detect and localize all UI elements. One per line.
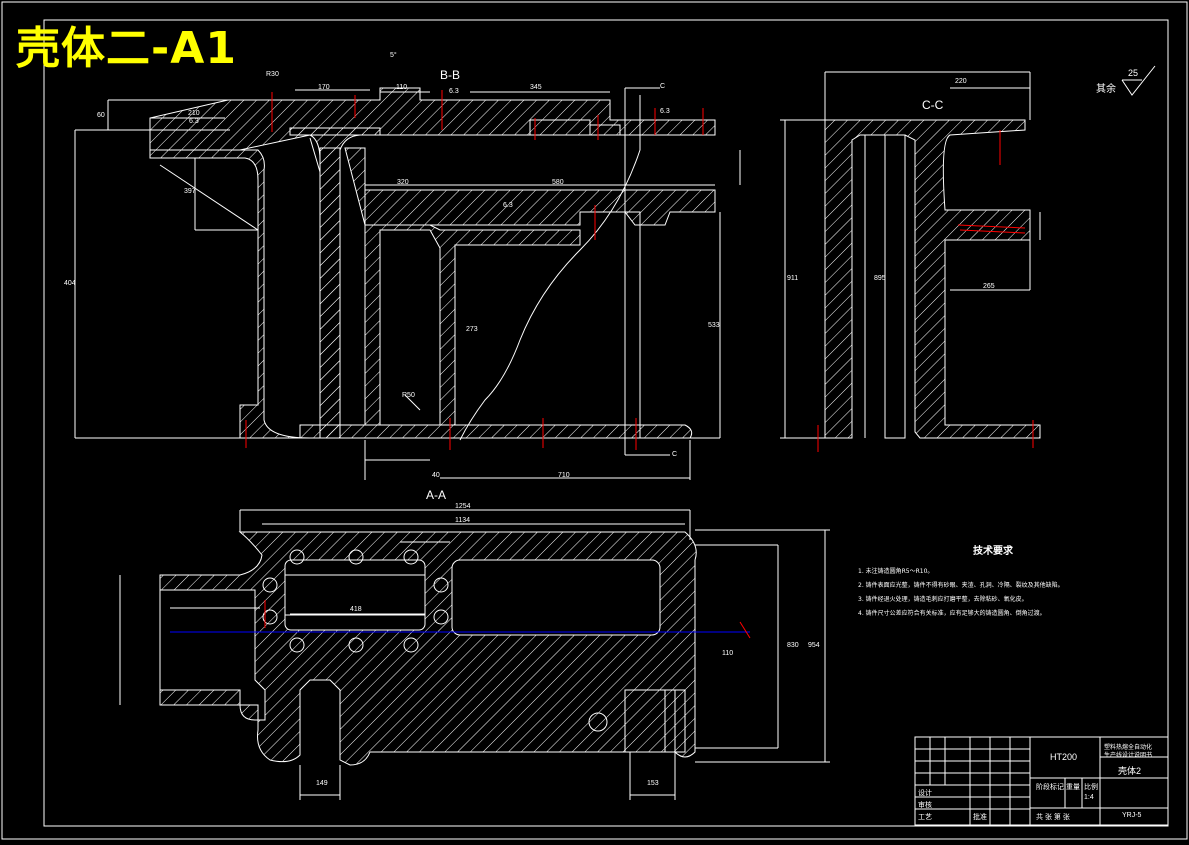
dim-r30: R30 [266,71,279,78]
dim-40: 40 [432,472,440,479]
cc-section-label: C-C [922,98,944,112]
title-block-check-label: 审核 [918,802,932,809]
title-block-sheet-label: 共 张 第 张 [1036,814,1070,821]
roughness-63-a: 6.3 [189,118,199,125]
cc-view-axis-marks [817,130,1034,452]
title-block-org-line2: 生产线设计说明书 [1104,753,1153,759]
section-mark-c-bottom: C [672,451,678,458]
dim-345: 345 [530,84,542,91]
roughness-63-b: 6.3 [449,88,459,95]
dim-1254: 1254 [455,503,471,510]
dim-r50: R50 [402,392,415,399]
dim-1134: 1134 [455,517,471,524]
title-block-material: HT200 [1050,752,1078,762]
tech-requirement-3: 3. 铸件经退火处理，铸造毛刺应打磨平整，去除粘砂、氧化皮。 [858,596,1028,603]
aa-section-view [119,509,830,800]
dim-60: 60 [97,112,105,119]
tech-requirement-4: 4. 铸件尺寸公差应符合有关标准，应有足够大的铸造圆角、倒角过渡。 [858,610,1046,617]
dim-911: 911 [787,275,799,282]
dim-170: 170 [318,84,330,91]
technical-requirements: 技术要求 1. 未注铸造圆角R5～R10。 2. 铸件表面应光整，铸件不得有砂眼… [858,542,1128,621]
dim-418: 418 [350,606,362,613]
dim-895: 895 [874,275,886,282]
tech-requirement-1: 1. 未注铸造圆角R5～R10。 [858,568,934,575]
cc-section-view [780,71,1041,439]
drawing-title: 壳体二-A1 [16,23,237,74]
section-mark-c-top: C [660,83,666,90]
dim-265: 265 [983,283,995,290]
title-block-drawing-number: YRJ-5 [1122,812,1142,819]
inner-border [43,19,1169,827]
roughness-symbol [1121,65,1156,96]
dim-273: 273 [466,326,478,333]
front-view [74,87,741,480]
dim-5deg: 5° [390,52,397,59]
dim-153: 153 [647,780,659,787]
dim-954: 954 [808,642,820,649]
tech-requirement-2: 2. 铸件表面应光整，铸件不得有砂眼、夹渣、孔洞、冷隔、裂纹及其他缺陷。 [858,582,1064,589]
dim-404: 404 [64,280,76,287]
roughness-rest-label: 其余 [1096,84,1116,95]
title-block [914,736,1169,826]
roughness-63-d: 6.3 [660,108,670,115]
title-block-design-label: 设计 [918,790,932,797]
roughness-63-c: 6.3 [503,202,513,209]
dim-397: 397 [184,188,196,195]
title-block-weight-label: 重量 [1066,784,1080,791]
dim-210: 210 [188,110,200,117]
bb-section-label: B-B [440,68,461,82]
aa-view-axis-marks [264,600,751,639]
title-block-org-line1: 塑料热熔全自动化 [1104,745,1153,751]
dim-320: 320 [397,179,409,186]
title-block-stage-label: 阶段标记 [1036,784,1064,791]
title-block-part-name: 壳体2 [1118,766,1142,776]
dim-830: 830 [787,642,799,649]
title-block-process-label: 工艺 [918,814,932,821]
dim-220: 220 [955,78,967,85]
tech-requirements-title: 技术要求 [973,546,1013,557]
title-block-scale: 1:4 [1084,794,1094,801]
aa-section-label: A-A [426,488,447,502]
title-block-approve-label: 批准 [973,814,987,821]
front-view-axis-marks [245,90,704,450]
dim-580: 580 [552,179,564,186]
dim-149: 149 [316,780,328,787]
dim-110: 110 [396,84,408,91]
dim-533: 533 [708,322,720,329]
dim-110b: 110 [722,650,734,657]
roughness-rest-value: 25 [1128,68,1139,78]
title-block-scale-label: 比例 [1084,784,1098,791]
dim-710: 710 [558,472,570,479]
